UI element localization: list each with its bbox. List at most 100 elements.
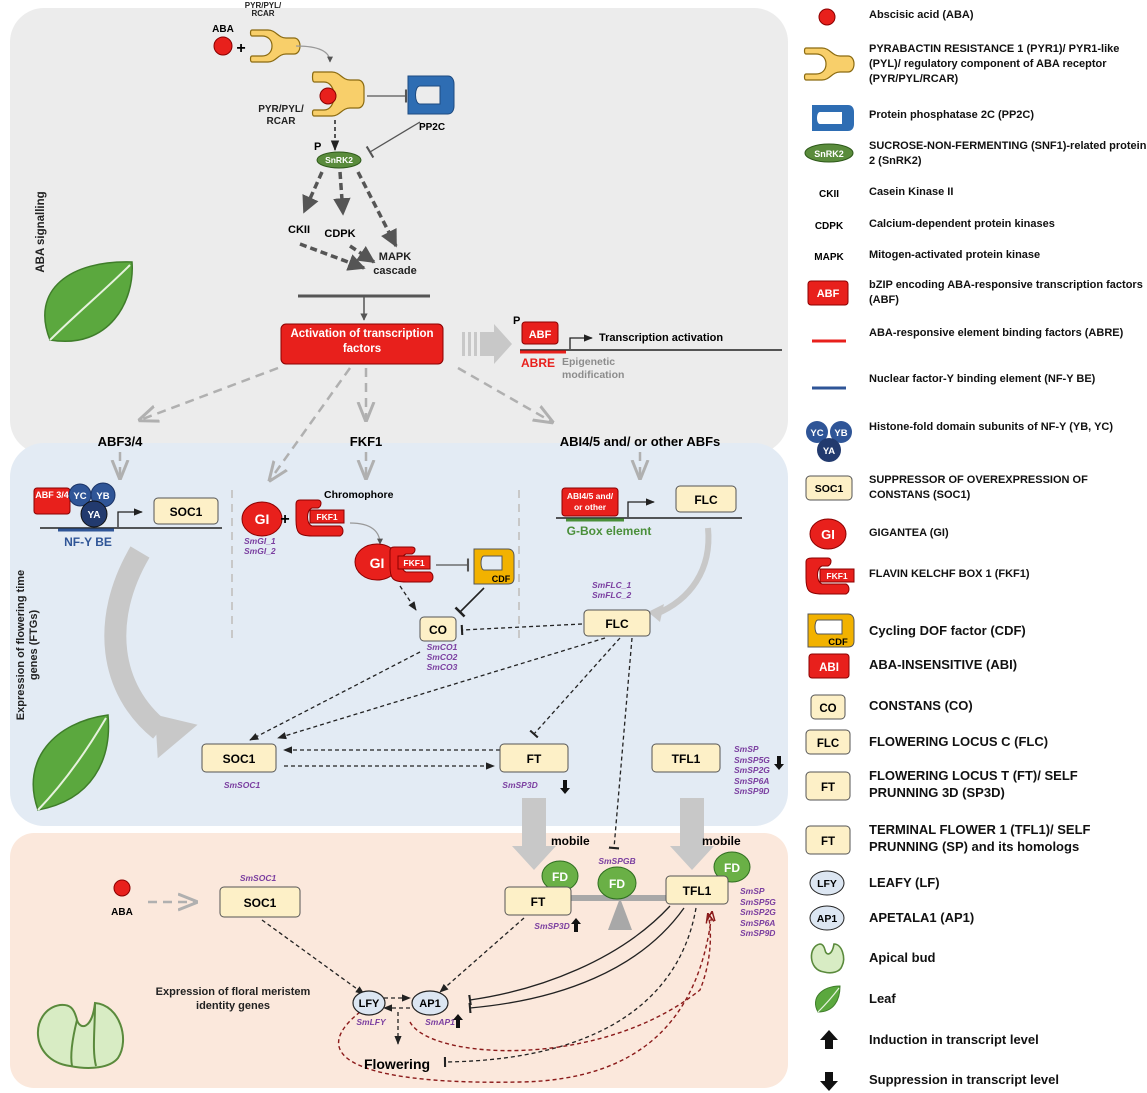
leaf-icon	[44, 261, 133, 343]
tfl1-inhibits-flowering	[443, 907, 697, 1068]
gi-icon	[241, 501, 283, 537]
soc1-label: SOC1	[223, 752, 256, 766]
abre-label: ABRE	[521, 356, 555, 370]
mapk-label-wrapper: MAPK cascade	[373, 251, 416, 277]
ftg-expression-panel	[10, 443, 788, 826]
fd-label-ft: FD	[552, 870, 568, 884]
soc1-box-icon	[805, 475, 853, 501]
aba-circle-icon	[818, 8, 836, 26]
apical-bud-icon	[810, 943, 845, 974]
arrow-up-icon	[571, 918, 581, 932]
gbox-label: G-Box element	[567, 524, 652, 538]
legend-text-aba: Abscisic acid (ABA)	[869, 9, 974, 21]
ft-label: FT	[527, 752, 542, 766]
legend-abf-label: ABF	[817, 288, 840, 300]
abi-box-label: ABI4/5 and/ or other	[566, 491, 614, 512]
tfl1-box	[651, 743, 721, 773]
legend-text-ckii: Casein Kinase II	[869, 186, 954, 198]
legend-text-induction: Induction in transcript level	[869, 1032, 1039, 1047]
aba-label: ABA	[212, 24, 234, 35]
legend-text-receptor: PYRABACTIN RESISTANCE 1 (PYR1)/ PYR1-lik…	[869, 43, 1120, 85]
legend-yc-label: YC	[810, 428, 823, 439]
legend-text-cdpk: Calcium-dependent protein kinases	[869, 218, 1055, 230]
legend-yb-icon	[830, 421, 852, 443]
gi-label: GI	[255, 511, 270, 527]
flc-regulation-lines	[249, 623, 633, 850]
aba-label-bottom: ABA	[111, 907, 133, 918]
legend-fkf1-label: FKF1	[826, 571, 848, 581]
apical-bud-icon	[37, 1001, 125, 1069]
seesaw-fulcrum	[608, 898, 632, 930]
abf34-box-label: ABF 3/4	[35, 490, 69, 500]
smlfy-label: SmLFY	[356, 1017, 387, 1027]
fd-icon-center	[597, 866, 637, 900]
legend-item-12: GIGANTEA (GI)	[869, 527, 949, 539]
panel-title-ftg-wrapper: Expression of flowering time genes (FTGs…	[15, 570, 40, 720]
tfl1-label: TFL1	[672, 752, 701, 766]
branch-abi45: ABI4/5 and/ or other ABFs	[560, 434, 721, 449]
cdpk-label: CDPK	[324, 228, 355, 240]
tfl1-box-icon	[805, 825, 851, 855]
gi-fkf1-plus: +	[280, 511, 289, 528]
flowering-label: Flowering	[364, 1056, 430, 1072]
legend-gi-label: GI	[821, 527, 835, 542]
to-abf34-arrow	[140, 366, 279, 420]
legend-text-fkf1: FLAVIN KELCHF BOX 1 (FKF1)	[869, 568, 1030, 580]
soc1-gene-label: SOC1	[170, 505, 203, 519]
mobile-label-right: mobile	[702, 834, 741, 848]
gi-complex-label: GI	[370, 555, 385, 571]
abi-box-icon	[808, 653, 850, 679]
ft-box	[499, 743, 569, 773]
flc-inhibits-ft	[529, 637, 621, 739]
legend-item-20: LEAFY (LF)	[869, 875, 940, 890]
legend-snrk2-label: SnRK2	[814, 149, 844, 159]
receptor-label-small: PYR/PYL/ RCAR	[244, 2, 282, 18]
arrow-up-icon	[453, 1014, 463, 1028]
snrk2-icon	[316, 151, 362, 169]
ckii-label: CKII	[288, 224, 310, 236]
abf34-box	[33, 487, 71, 515]
smflc-label-wrapper: SmFLC_1 SmFLC_2	[592, 580, 632, 600]
lfy-icon	[809, 870, 845, 896]
legend-yc-icon	[806, 421, 828, 443]
lfy-to-tfl1-feedback	[338, 912, 712, 1083]
co-box-icon	[810, 694, 846, 720]
ft-box-icon	[805, 771, 851, 801]
tfl1-label-bottom: TFL1	[683, 884, 712, 898]
receptor-bound-icon	[311, 71, 365, 117]
fd-icon-tfl1	[713, 851, 751, 883]
legend-text-abi: ABA-INSENSITIVE (ABI)	[869, 657, 1018, 672]
legend-item-8: ABA-responsive element binding factors (…	[869, 327, 1123, 339]
epigenetic-label-wrapper: Epigenetic modification	[562, 356, 624, 381]
legend-text-suppression: Suppression in transcript level	[869, 1072, 1059, 1087]
legend-soc1-label: SOC1	[815, 483, 844, 495]
smgi-label-wrapper: SmGI_1 SmGI_2	[244, 536, 276, 556]
panel-title-aba-signalling: ABA signalling	[35, 191, 47, 272]
co-gene-label: CO	[429, 623, 447, 637]
complex-to-co-arrow	[399, 585, 417, 611]
legend-text-ap1: APETALA1 (AP1)	[869, 910, 975, 925]
lfy-icon	[352, 990, 386, 1016]
smflc-label: SmFLC_1 SmFLC_2	[592, 580, 632, 600]
smsp-list-mid: SmSP SmSP5G SmSP2G SmSP6A SmSP9D	[734, 744, 770, 796]
abf-box-icon	[521, 321, 559, 345]
legend-item-16: CONSTANS (CO)	[869, 698, 973, 713]
activation-box	[280, 323, 444, 365]
flc-gene-box-top	[675, 485, 737, 513]
legend-item-17: FLOWERING LOCUS C (FLC)	[869, 734, 1049, 749]
receptor-label-wrapper: PYR/PYL/ RCAR	[258, 104, 304, 127]
leaf-icon	[32, 714, 110, 811]
legend-item-24: Induction in transcript level	[869, 1032, 1039, 1047]
legend: Abscisic acid (ABA) PYRABACTIN RESISTANC…	[803, 8, 1146, 1091]
legend-item-18: FLOWERING LOCUS T (FT)/ SELF PRUNNING 3D…	[869, 768, 1078, 800]
legend-text-flc: FLOWERING LOCUS C (FLC)	[869, 734, 1049, 749]
snrk2-icon	[804, 143, 854, 163]
nfy-yb-label: YB	[96, 491, 109, 502]
ckii-to-mapk-arrow	[299, 242, 366, 271]
legend-text-pp2c: Protein phosphatase 2C (PP2C)	[869, 109, 1035, 121]
activation-label-wrapper: Activation of transcription factors	[290, 328, 433, 355]
smap1-label: SmAP1	[425, 1017, 455, 1027]
legend-item-9: Nuclear factor-Y binding element (NF-Y B…	[869, 373, 1095, 385]
abf34-box-label-wrapper: ABF 3/4	[35, 490, 69, 500]
aba-molecule-icon	[213, 36, 233, 56]
